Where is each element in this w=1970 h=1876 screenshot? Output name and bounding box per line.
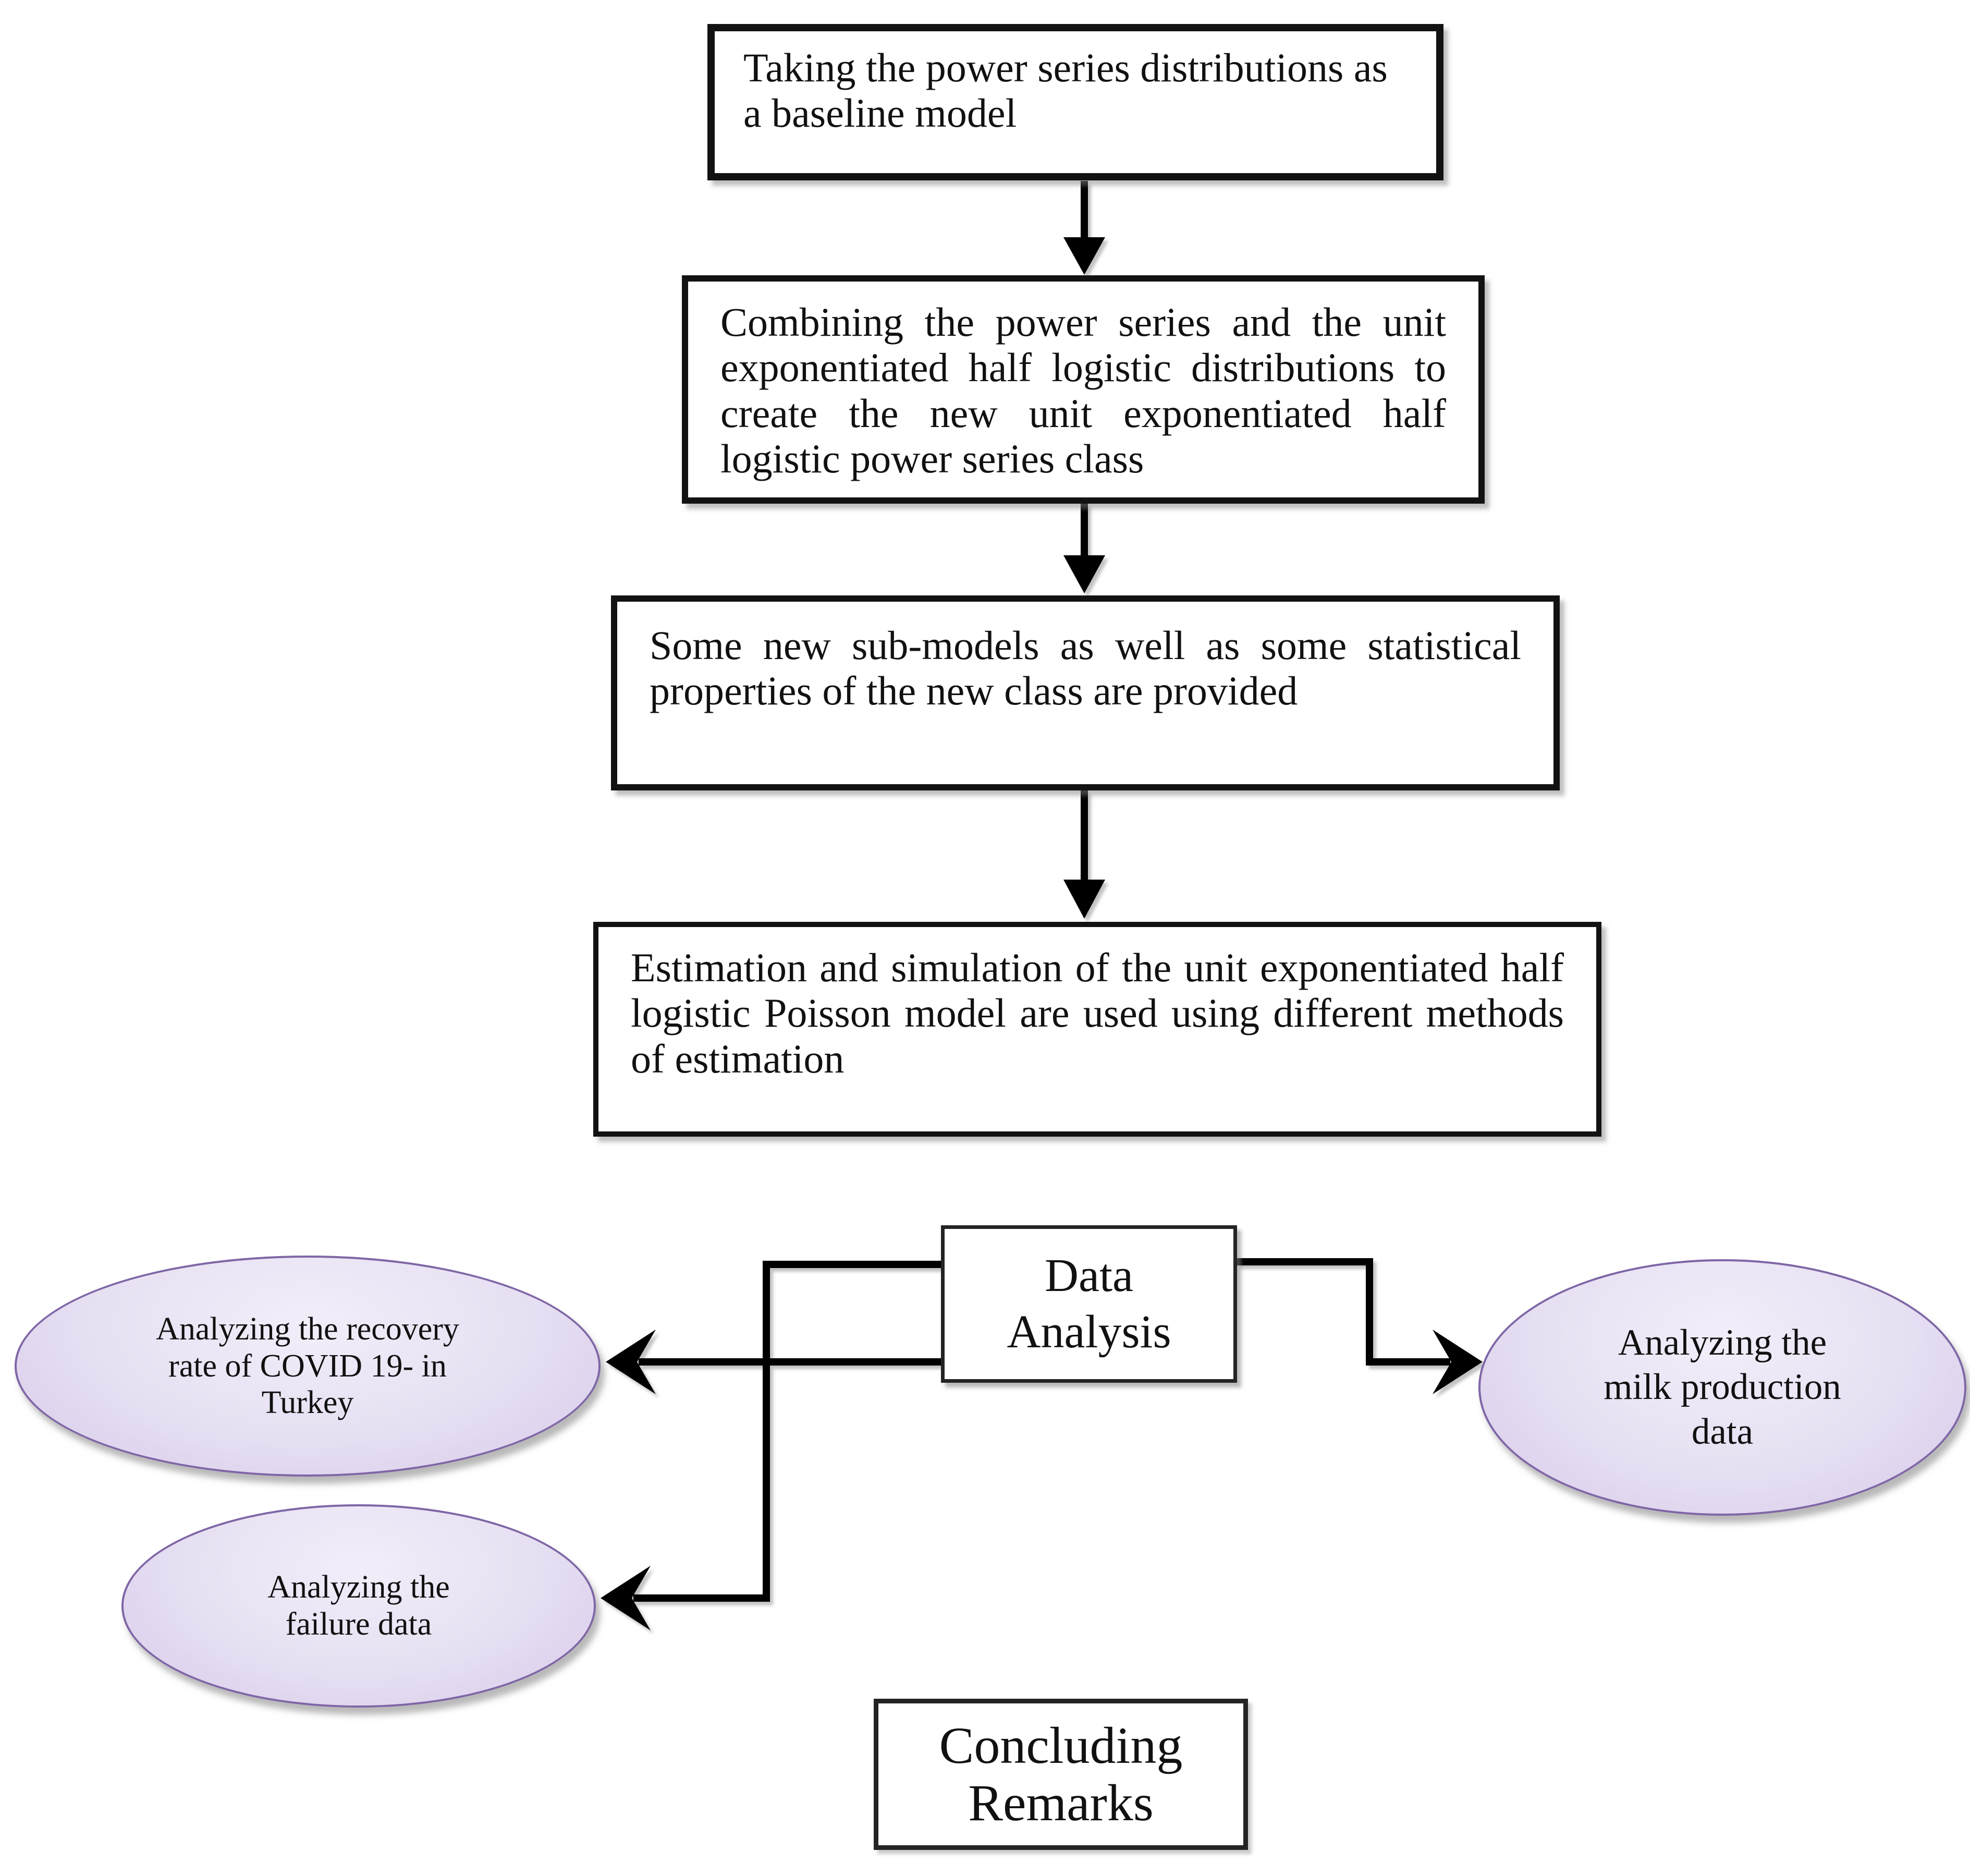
flow-box-baseline-model: Taking the power series distributions as…: [707, 24, 1443, 180]
flow-box-submodels-properties: Some new sub-models as well as some stat…: [611, 595, 1560, 790]
flow-box-estimation-simulation: Estimation and simulation of the unit ex…: [593, 922, 1601, 1137]
arrow-box2-to-box3: [1063, 504, 1105, 593]
flow-box-submodels-properties-text: Some new sub-models as well as some stat…: [650, 623, 1521, 714]
ellipse-covid-recovery-text: Analyzing the recovery rate of COVID 19-…: [156, 1311, 459, 1421]
ellipse-failure-data-text: Analyzing the failure data: [267, 1569, 450, 1642]
flow-box-data-analysis-text: Data Analysis: [1007, 1250, 1171, 1358]
flow-box-estimation-simulation-text: Estimation and simulation of the unit ex…: [631, 945, 1564, 1081]
flow-box-data-analysis: Data Analysis: [941, 1225, 1237, 1383]
arrow-dataanalysis-to-failure: [601, 1261, 941, 1630]
ellipse-milk-production: Analyzing the milk production data: [1478, 1259, 1966, 1516]
ellipse-failure-data: Analyzing the failure data: [121, 1504, 596, 1708]
flow-box-concluding-remarks-text: Concluding Remarks: [939, 1716, 1183, 1832]
ellipse-milk-production-text: Analyzing the milk production data: [1604, 1322, 1841, 1452]
flow-box-concluding-remarks: Concluding Remarks: [874, 1699, 1248, 1850]
flow-box-baseline-model-text: Taking the power series distributions as…: [743, 45, 1388, 136]
arrow-box3-to-box4: [1063, 790, 1105, 919]
arrow-dataanalysis-to-covid: [606, 1330, 941, 1394]
arrow-box1-to-box2: [1063, 181, 1105, 275]
ellipse-covid-recovery: Analyzing the recovery rate of COVID 19-…: [15, 1256, 601, 1477]
arrow-dataanalysis-to-milk: [1237, 1258, 1483, 1394]
